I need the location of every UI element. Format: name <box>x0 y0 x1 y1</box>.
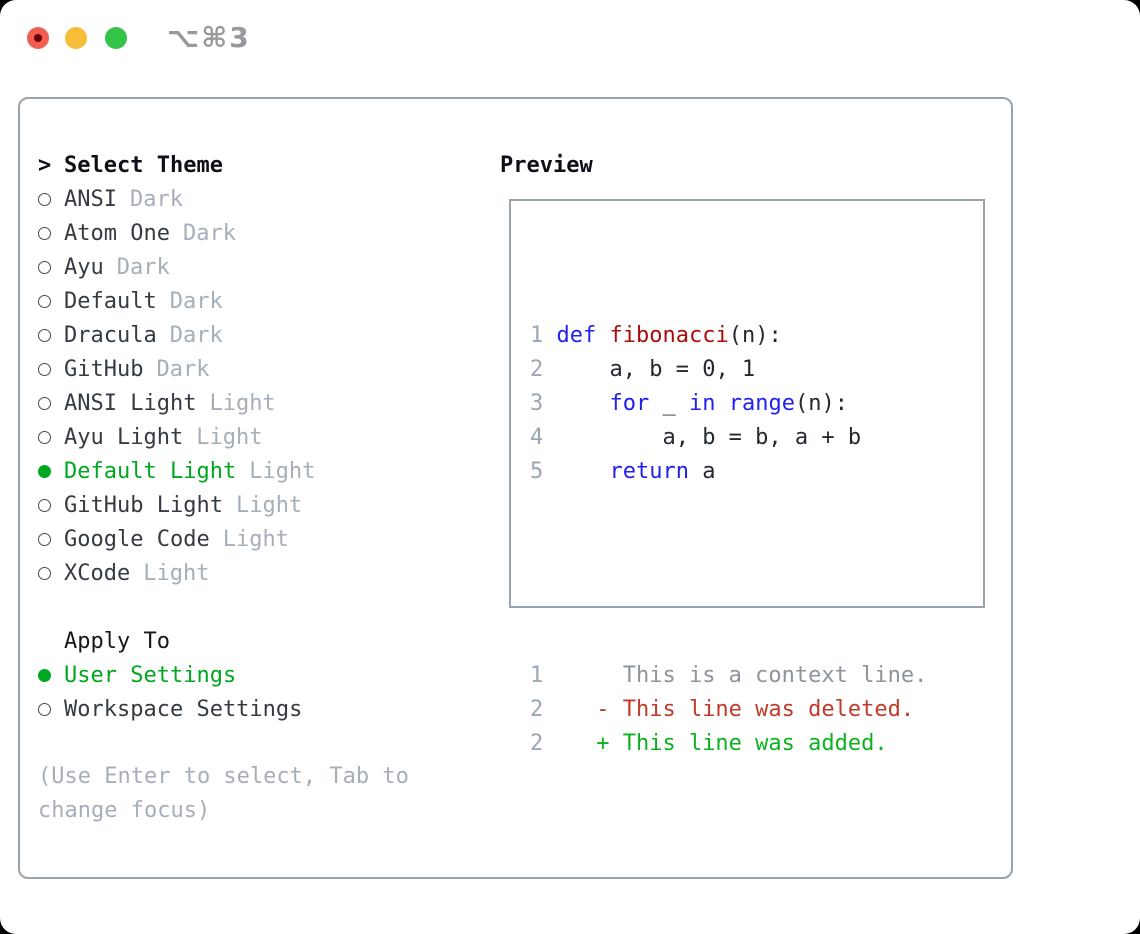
line-number: 4 <box>530 425 544 450</box>
apply-option-name: Workspace Settings <box>64 696 303 722</box>
apply-option-workspace-settings[interactable]: Workspace Settings <box>38 692 315 726</box>
theme-variant-tag: Light <box>143 560 210 586</box>
theme-option-ansi-light[interactable]: ANSI Light Light <box>38 386 315 420</box>
theme-name: Ayu Light <box>64 424 184 450</box>
code-line: 3 for _ in range(n): <box>530 391 848 416</box>
theme-list-header-row: > Select Theme <box>38 148 315 182</box>
line-number: 1 <box>530 323 544 348</box>
radio-icon <box>38 328 51 342</box>
radio-icon <box>38 464 51 478</box>
radio-icon <box>38 566 51 580</box>
radio-icon <box>38 362 51 376</box>
theme-name: ANSI <box>64 186 117 212</box>
diff-line-ctx: 1 This is a context line. <box>530 659 983 693</box>
theme-name: GitHub Light <box>64 492 223 518</box>
theme-option-atom-one[interactable]: Atom One Dark <box>38 216 315 250</box>
selection-prompt-icon: > <box>38 152 52 178</box>
theme-option-github[interactable]: GitHub Dark <box>38 352 315 386</box>
diff-text: - This line was deleted. <box>543 697 915 722</box>
theme-option-dracula[interactable]: Dracula Dark <box>38 318 315 352</box>
theme-name: GitHub <box>64 356 144 382</box>
line-number: 2 <box>530 731 544 756</box>
radio-icon <box>38 260 51 274</box>
apply-option-user-settings[interactable]: User Settings <box>38 658 315 692</box>
apply-option-name: User Settings <box>64 662 237 688</box>
theme-option-ayu-light[interactable]: Ayu Light Light <box>38 420 315 454</box>
theme-name: Google Code <box>64 526 210 552</box>
radio-icon <box>38 498 51 512</box>
diff-text: + This line was added. <box>543 731 888 756</box>
theme-option-xcode[interactable]: XCode Light <box>38 556 315 590</box>
radio-icon <box>38 668 51 682</box>
radio-icon <box>38 226 51 240</box>
diff-line-add: 2 + This line was added. <box>530 727 983 761</box>
radio-icon <box>38 532 51 546</box>
theme-name: Default Light <box>64 458 237 484</box>
theme-option-ayu[interactable]: Ayu Dark <box>38 250 315 284</box>
theme-name: XCode <box>64 560 131 586</box>
theme-variant-tag: Light <box>235 492 303 518</box>
line-number: 1 <box>530 663 544 688</box>
preview-panel: 1 def fibonacci(n): 2 a, b = 0, 1 3 for _ … <box>509 199 985 756</box>
radio-icon <box>38 702 51 716</box>
close-button[interactable] <box>27 27 49 49</box>
theme-variant-tag: Light <box>196 424 263 450</box>
theme-option-github-light[interactable]: GitHub Light Light <box>38 488 315 522</box>
radio-icon <box>38 396 51 410</box>
code-block: 1 def fibonacci(n): 2 a, b = 0, 1 3 for _ … <box>530 319 983 489</box>
theme-name: Dracula <box>64 322 157 348</box>
radio-icon <box>38 294 51 308</box>
theme-variant-tag: Dark <box>129 186 183 212</box>
radio-icon <box>38 192 51 206</box>
theme-variant-tag: Light <box>209 390 276 416</box>
close-dot-icon <box>34 34 42 42</box>
apply-to-header: Apply To <box>64 628 170 654</box>
preview-code: 1 def fibonacci(n): 2 a, b = 0, 1 3 for _ … <box>511 201 983 829</box>
theme-variant-tag: Light <box>249 458 316 484</box>
line-number: 5 <box>530 459 544 484</box>
window-title: ⌥⌘3 <box>167 21 251 54</box>
line-number: 2 <box>530 357 544 382</box>
theme-name: Default <box>64 288 157 314</box>
theme-variant-tag: Dark <box>169 322 223 348</box>
theme-variant-tag: Dark <box>182 220 236 246</box>
theme-option-default-light[interactable]: Default Light Light <box>38 454 315 488</box>
diff-line-del: 2 - This line was deleted. <box>530 693 983 727</box>
code-line: 1 def fibonacci(n): <box>530 323 782 348</box>
diff-text: This is a context line. <box>543 663 928 688</box>
theme-option-google-code[interactable]: Google Code Light <box>38 522 315 556</box>
theme-variant-tag: Dark <box>116 254 170 280</box>
theme-variant-tag: Dark <box>156 356 210 382</box>
radio-icon <box>38 430 51 444</box>
line-number: 2 <box>530 697 544 722</box>
theme-option-default[interactable]: Default Dark <box>38 284 315 318</box>
minimize-button[interactable] <box>65 27 87 49</box>
code-line: 2 a, b = 0, 1 <box>530 357 756 382</box>
theme-variant-tag: Dark <box>169 288 223 314</box>
line-number: 3 <box>530 391 544 416</box>
apply-to-header-row: Apply To <box>38 624 315 658</box>
theme-name: ANSI Light <box>64 390 197 416</box>
zoom-button[interactable] <box>105 27 127 49</box>
preview-header: Preview <box>500 152 593 178</box>
theme-name: Ayu <box>64 254 104 280</box>
theme-option-ansi[interactable]: ANSI Dark <box>38 182 315 216</box>
diff-block: 1 This is a context line.2 - This line w… <box>530 659 983 761</box>
code-line: 5 return a <box>530 459 716 484</box>
theme-name: Atom One <box>64 220 170 246</box>
code-line: 4 a, b = b, a + b <box>530 425 862 450</box>
theme-variant-tag: Light <box>222 526 289 552</box>
theme-list-header: Select Theme <box>64 152 223 178</box>
